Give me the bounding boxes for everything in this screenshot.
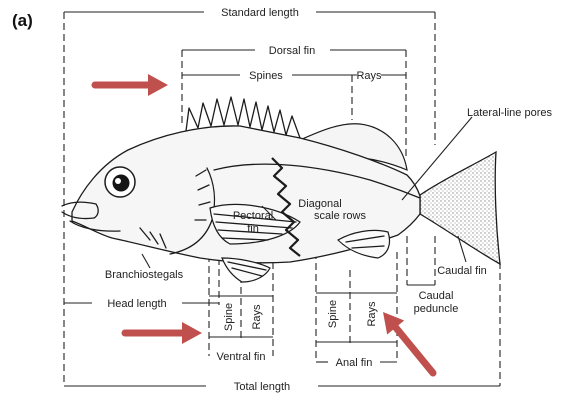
ventral-fin-label: Ventral fin [217,351,266,363]
caudal-fin-label: Caudal fin [437,265,487,277]
panel-label: (a) [12,11,33,30]
spine-anal-label: Spine [327,300,339,328]
caudal-fin [420,152,500,264]
lateral-line-pores-label: Lateral-line pores [467,107,552,119]
rays-anal-label: Rays [366,301,378,327]
fish-illustration [62,97,500,282]
anal-fin-label: Anal fin [336,357,373,369]
fish-pupil [113,175,130,192]
pectoral-fin-label-2: fin [247,223,259,235]
dorsal-fin-label: Dorsal fin [269,45,315,57]
branchiostegals-label: Branchiostegals [105,269,184,281]
pectoral-fin-label-1: Pectoral [233,210,273,222]
total-length-label: Total length [234,381,290,393]
caudal-peduncle-label-2: peduncle [414,303,459,315]
head-length-label: Head length [107,298,166,310]
diagonal-scale-rows-label-1: Diagonal [298,198,341,210]
rays-ventral-label: Rays [251,304,263,330]
arrow-to-spines [95,74,168,96]
caudal-peduncle-label-1: Caudal [419,290,454,302]
spines-top-label: Spines [249,70,283,82]
rays-top-label: Rays [356,70,382,82]
standard-length-label: Standard length [221,7,299,19]
diagonal-scale-rows-label-2: scale rows [314,210,366,222]
fish-eye-highlight [115,178,121,184]
spine-ventral-label: Spine [223,303,235,331]
caudal-peduncle-bracket [407,236,435,285]
arrow-to-ventral-spine [125,322,202,344]
